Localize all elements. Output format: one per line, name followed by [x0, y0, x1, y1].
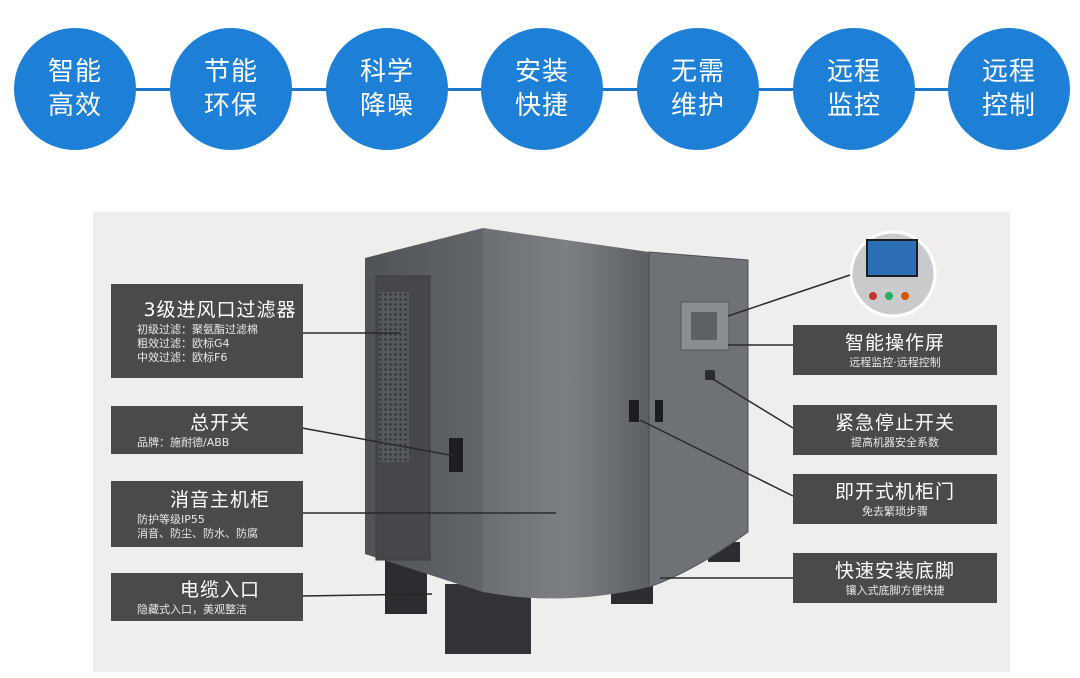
feature-circle-energy-saving: 节能 环保 — [170, 28, 292, 150]
side-vent-grille — [379, 292, 409, 462]
label-line: 隐藏式入口，美观整洁 — [137, 603, 247, 616]
feature-circle-remote-control: 远程 控制 — [948, 28, 1070, 150]
screen-inner — [691, 312, 717, 340]
feature-line2: 维护 — [670, 91, 725, 121]
feature-circle-noise-reduction: 科学 降噪 — [326, 28, 448, 150]
label-smart-screen: 智能操作屏 远程监控·远程控制 — [793, 325, 997, 375]
feature-line1: 安装 — [514, 57, 569, 87]
label-quick-feet: 快速安装底脚 镶入式底脚方便快捷 — [793, 553, 997, 603]
closeup-orange-light — [901, 292, 909, 300]
feature-circle-smart-efficient: 智能 高效 — [14, 28, 136, 150]
feature-line1: 节能 — [203, 57, 258, 87]
door-handle-left — [629, 400, 639, 422]
closeup-screen — [866, 239, 918, 277]
feature-line2: 环保 — [203, 91, 258, 121]
label-title: 紧急停止开关 — [834, 412, 955, 434]
label-sub: 远程监控·远程控制 — [849, 356, 941, 369]
label-title: 总开关 — [189, 412, 250, 434]
door-handle-right — [655, 400, 663, 422]
label-line: 粗效过滤：欧标G4 — [137, 337, 230, 350]
feature-line2: 监控 — [826, 91, 881, 121]
closeup-green-light — [885, 292, 893, 300]
feature-line1: 智能 — [47, 57, 102, 87]
feature-strip: 智能 高效 节能 环保 科学 降噪 安装 快捷 无需 维护 远程 监控 远程 控… — [0, 0, 1080, 190]
estop-button — [705, 370, 715, 380]
label-cable-entry: 电缆入口 隐藏式入口，美观整洁 — [111, 573, 303, 621]
label-line: 防护等级IP55 — [137, 513, 205, 526]
label-line: 消音、防尘、防水、防腐 — [137, 527, 258, 540]
main-switch — [449, 438, 463, 472]
feature-line1: 远程 — [981, 57, 1036, 87]
feature-line2: 控制 — [981, 91, 1036, 121]
feature-line1: 远程 — [826, 57, 881, 87]
label-main-switch: 总开关 品牌：施耐德/ABB — [111, 406, 303, 454]
label-title: 3级进风口过滤器 — [143, 299, 297, 321]
label-line: 初级过滤：聚氨酯过滤棉 — [137, 323, 258, 336]
feature-circle-maintenance-free: 无需 维护 — [637, 28, 759, 150]
feature-line2: 高效 — [47, 91, 102, 121]
feature-line1: 无需 — [670, 57, 725, 87]
label-silent-cabinet: 消音主机柜 防护等级IP55 消音、防尘、防水、防腐 — [111, 481, 303, 547]
label-title: 电缆入口 — [179, 579, 260, 601]
feature-line2: 快捷 — [514, 91, 569, 121]
label-line: 中效过滤：欧标F6 — [137, 351, 228, 364]
feature-line2: 降噪 — [359, 91, 414, 121]
label-sub: 镶入式底脚方便快捷 — [845, 584, 945, 597]
label-emergency-stop: 紧急停止开关 提高机器安全系数 — [793, 405, 997, 455]
cabinet-front — [483, 228, 649, 599]
label-quick-door: 即开式机柜门 免去繁琐步骤 — [793, 474, 997, 524]
feature-circle-remote-monitor: 远程 监控 — [793, 28, 915, 150]
label-title: 快速安装底脚 — [834, 560, 955, 582]
label-line: 品牌：施耐德/ABB — [137, 436, 230, 449]
label-intake-filter: 3级进风口过滤器 初级过滤：聚氨酯过滤棉 粗效过滤：欧标G4 中效过滤：欧标F6 — [111, 284, 303, 378]
label-sub: 免去繁琐步骤 — [862, 505, 928, 518]
label-title: 即开式机柜门 — [834, 481, 955, 503]
label-title: 消音主机柜 — [169, 489, 270, 511]
feature-circle-quick-install: 安装 快捷 — [481, 28, 603, 150]
closeup-red-light — [869, 292, 877, 300]
feature-line1: 科学 — [359, 57, 414, 87]
label-sub: 提高机器安全系数 — [851, 436, 939, 449]
label-title: 智能操作屏 — [844, 332, 945, 354]
